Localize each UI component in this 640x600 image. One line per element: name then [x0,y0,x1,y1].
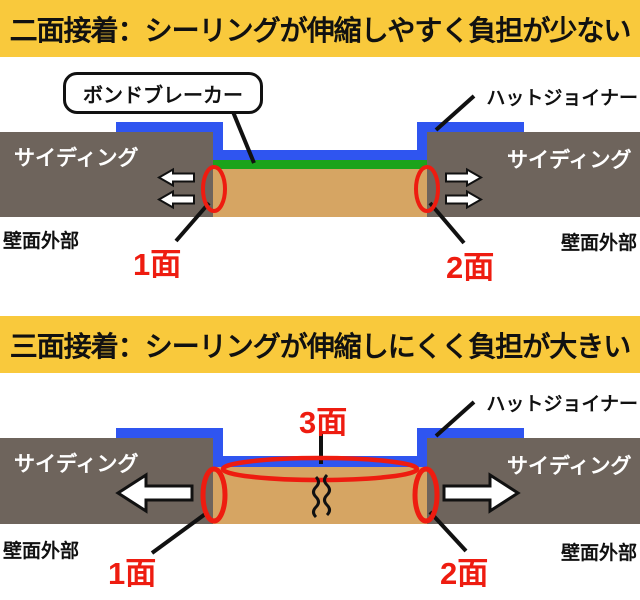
sealant [213,169,427,217]
siding-label-left: サイディング [14,147,139,170]
face2-label: 2面 [446,250,495,285]
wall-exterior-label-left: 壁面外部 [3,541,80,562]
wall-exterior-label-right: 壁面外部 [560,233,637,254]
section2-header: 三面接着：シーリングが伸縮しにくく負担が大きい [0,316,640,373]
face1-label: 1面 [108,556,157,591]
face2-label: 2面 [440,556,489,591]
hat-joiner-right-flange [424,122,524,132]
hat-joiner-right-flange [424,428,524,438]
hat-joiner-left-flange [116,122,216,132]
wall-exterior-label-left: 壁面外部 [3,231,80,252]
section1-header: 二面接着：シーリングが伸縮しやすく負担が少ない [0,0,640,57]
wall-exterior-label-right: 壁面外部 [560,543,637,564]
hat-joiner-left-flange [116,428,216,438]
hat-joiner-bottom [203,456,437,467]
face1-label: 1面 [133,247,182,282]
siding-label-right: サイディング [507,455,632,478]
siding-label-left: サイディング [14,453,139,476]
hat-joiner-label: ハットジョイナー [486,88,638,109]
siding-label-right: サイディング [507,149,632,172]
hat-joiner-bottom [203,150,437,161]
face3-label: 3面 [299,405,348,440]
bond-breaker-strip [213,160,427,169]
bond-breaker-callout: ボンドブレーカー [63,72,263,114]
sealant [213,467,427,524]
hat-joiner-label: ハットジョイナー [486,394,638,415]
